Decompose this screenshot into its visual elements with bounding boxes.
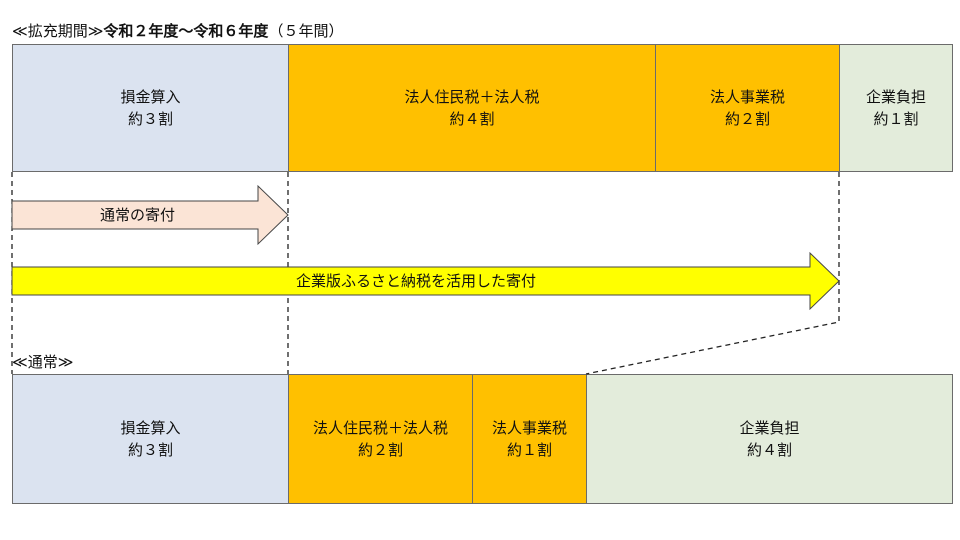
- bottom-box-corporate-tax: 法人住民税＋法人税 約２割: [288, 374, 473, 504]
- top-box-deduction-ratio: 約３割: [127, 110, 173, 128]
- bottom-box-deduction-ratio: 約３割: [127, 441, 173, 459]
- extended-period-label: ≪拡充期間≫令和２年度～令和６年度（５年間）: [12, 22, 343, 40]
- bottom-box-company-burden-title: 企業負担: [739, 419, 800, 437]
- top-box-company-burden: 企業負担 約１割: [839, 44, 953, 172]
- furusato-donation-label: 企業版ふるさと納税を活用した寄付: [296, 272, 537, 290]
- top-box-corporate-tax-ratio: 約４割: [449, 110, 495, 128]
- top-box-enterprise-tax: 法人事業税 約２割: [655, 44, 840, 172]
- top-box-company-burden-title: 企業負担: [865, 88, 926, 106]
- top-box-deduction: 損金算入 約３割: [12, 44, 289, 172]
- top-box-corporate-tax-title: 法人住民税＋法人税: [404, 88, 540, 106]
- bottom-box-enterprise-tax-title: 法人事業税: [491, 419, 567, 437]
- normal-donation-label: 通常の寄付: [100, 206, 176, 224]
- bottom-box-company-burden: 企業負担 約４割: [586, 374, 953, 504]
- dashed-guide-right: [585, 172, 840, 375]
- top-box-enterprise-tax-title: 法人事業税: [709, 88, 785, 106]
- top-box-deduction-title: 損金算入: [120, 88, 181, 106]
- top-box-corporate-tax: 法人住民税＋法人税 約４割: [288, 44, 656, 172]
- bottom-box-enterprise-tax-ratio: 約１割: [506, 441, 552, 459]
- extended-period-prefix: ≪拡充期間≫: [12, 22, 104, 40]
- normal-donation-arrow: [11, 184, 289, 246]
- bottom-box-corporate-tax-ratio: 約２割: [357, 441, 403, 459]
- extended-period-suffix: （５年間）: [268, 22, 344, 40]
- bottom-box-corporate-tax-title: 法人住民税＋法人税: [312, 419, 448, 437]
- bottom-box-company-burden-ratio: 約４割: [746, 441, 792, 459]
- top-box-enterprise-tax-ratio: 約２割: [724, 110, 770, 128]
- bottom-box-deduction: 損金算入 約３割: [12, 374, 289, 504]
- bottom-box-deduction-title: 損金算入: [120, 419, 181, 437]
- extended-period-years: 令和２年度～令和６年度: [103, 22, 269, 40]
- top-box-company-burden-ratio: 約１割: [873, 110, 919, 128]
- normal-label: ≪通常≫: [12, 353, 74, 371]
- furusato-donation-arrow: [11, 251, 840, 311]
